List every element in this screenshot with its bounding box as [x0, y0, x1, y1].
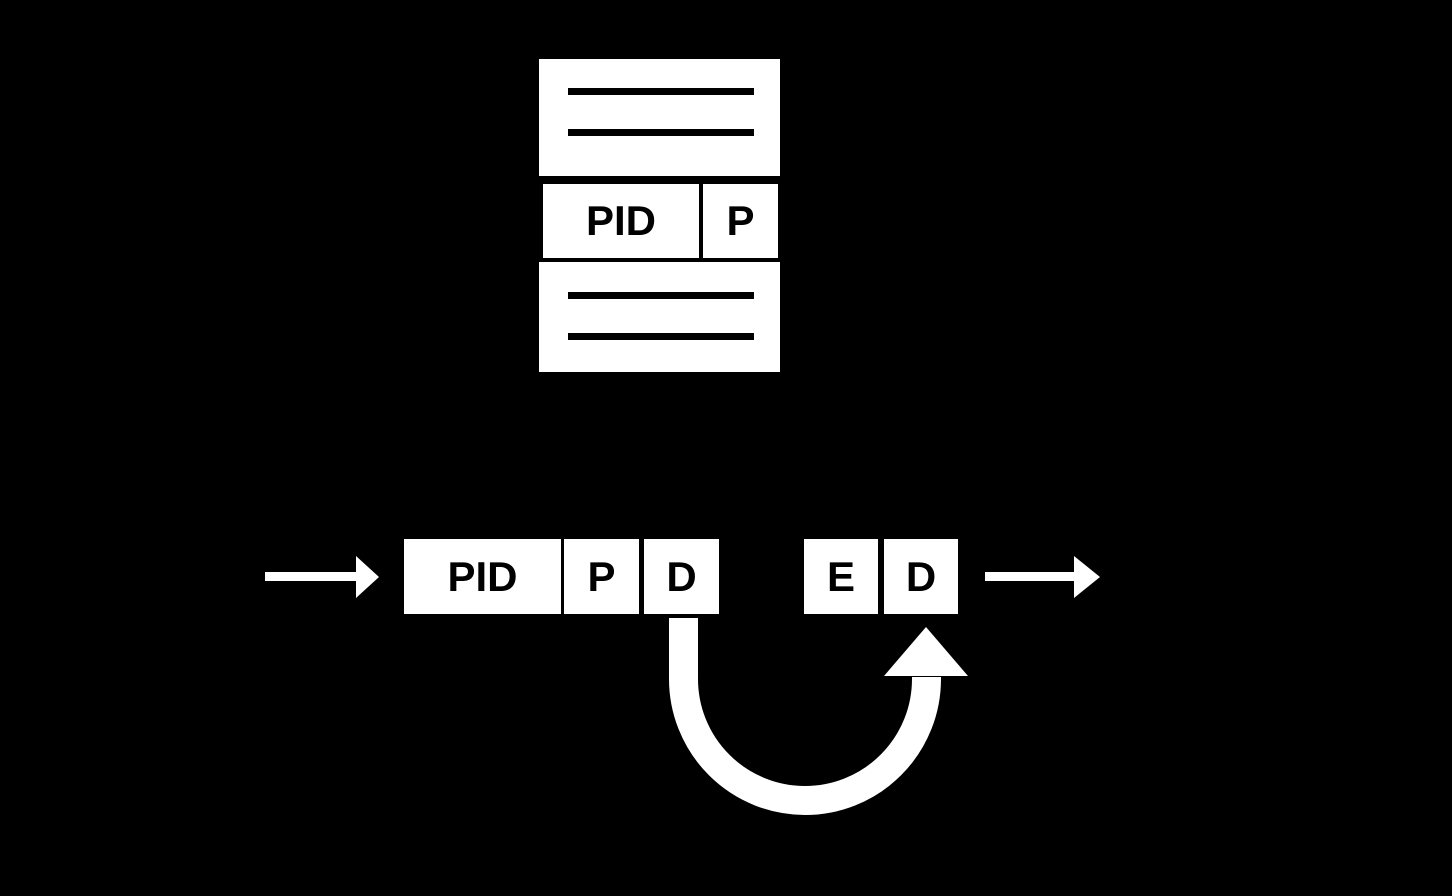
stream-box-d1: D — [644, 539, 719, 614]
packet-header-box — [539, 59, 780, 176]
stream-box-p: P — [564, 539, 639, 614]
packet-footer-box — [539, 262, 780, 372]
stream-label-pid: PID — [447, 552, 518, 600]
placeholder-line — [568, 129, 754, 136]
stream-label-d1: D — [666, 552, 697, 600]
stream-label-d2: D — [905, 552, 937, 600]
right-arrow-icon — [265, 556, 379, 598]
stream-label-e: E — [826, 552, 855, 600]
stream-box-e: E — [804, 539, 878, 614]
u-turn-up-arrow-icon — [669, 618, 968, 815]
placeholder-line — [568, 333, 754, 340]
stream-label-p: P — [587, 552, 616, 600]
field-box-p: P — [703, 184, 778, 258]
right-arrow-icon — [985, 556, 1100, 598]
placeholder-line — [568, 88, 754, 95]
stream-box-d2: D — [884, 539, 958, 614]
field-label-p: P — [726, 197, 755, 244]
field-box-pid: PID — [543, 184, 699, 258]
stream-box-pid: PID — [404, 539, 561, 614]
field-label-pid: PID — [585, 197, 656, 244]
placeholder-line — [568, 292, 754, 299]
